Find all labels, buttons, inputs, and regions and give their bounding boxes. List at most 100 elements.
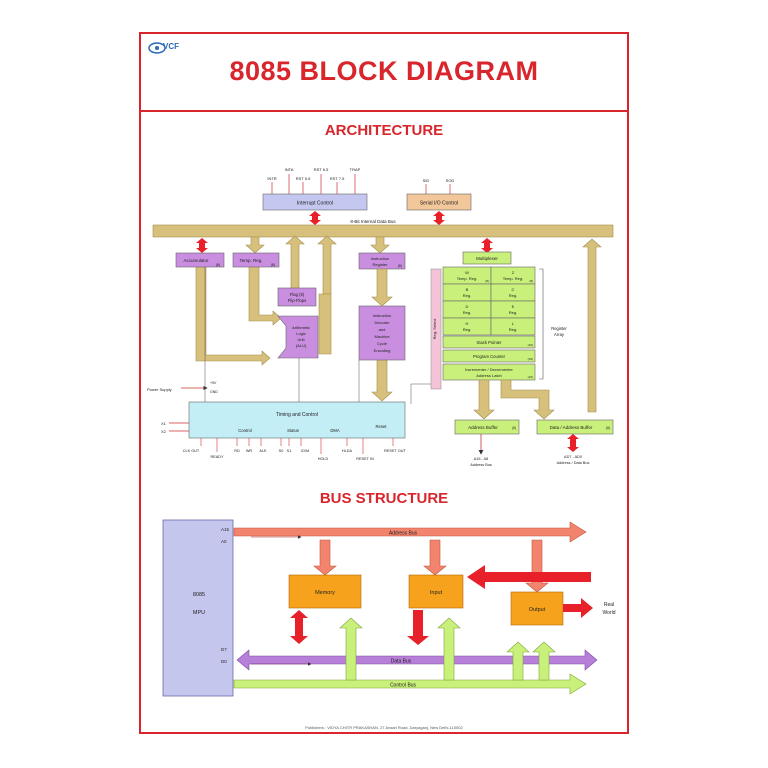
- decoder-label-line: and: [379, 327, 386, 332]
- stack-pointer-bits: (16): [528, 343, 533, 347]
- ad-bus-out-label: AD7 - AD0: [564, 455, 582, 459]
- real-world-output-arrow: [563, 598, 593, 618]
- timing-signal-label: WR: [246, 449, 253, 453]
- control-bus-arrow: [233, 673, 587, 695]
- register-letter: B: [466, 287, 469, 292]
- register-letter: E: [512, 304, 515, 309]
- bus-structure-heading: BUS STRUCTURE: [319, 490, 449, 507]
- data-address-buffer-block: [536, 419, 614, 435]
- instruction-decoder-block: [358, 305, 406, 361]
- page-title: 8085 BLOCK DIAGRAM: [229, 56, 539, 86]
- register-name: Reg.: [509, 293, 517, 298]
- alu-label-line: (ALU): [296, 343, 307, 348]
- register-name: Temp. Reg.: [457, 276, 477, 281]
- reg-select-strip: [430, 268, 442, 390]
- pin-a15-label: A15: [221, 527, 230, 532]
- register-name: Reg.: [509, 327, 517, 332]
- control-bus-label: Control Bus: [390, 683, 417, 689]
- x-pin-lines: [169, 422, 189, 432]
- output-label: Output: [529, 607, 546, 613]
- timing-signal-label: ALE: [259, 449, 267, 453]
- register-letter: W: [465, 270, 469, 275]
- timing-group-label: Reset: [376, 424, 388, 429]
- decoder-label-line: Machine: [374, 334, 390, 339]
- instruction-register-bits: (8): [398, 264, 402, 268]
- timing-signal-label: READY: [210, 455, 224, 459]
- int-signal-label: INTR: [267, 176, 276, 181]
- logo-text: VCF: [163, 42, 179, 51]
- x-pin-label: X1: [161, 421, 167, 426]
- latch-to-address-buffer-arrow: [473, 379, 495, 420]
- register-name: Reg.: [463, 327, 471, 332]
- inc-dec-bits: (16): [528, 375, 533, 379]
- interrupt-control-block: [262, 193, 368, 211]
- timing-signal-label: CLK OUT: [183, 449, 200, 453]
- ir-to-decoder-arrow: [371, 268, 393, 307]
- memory-data-arrow: [290, 610, 308, 644]
- flag-label: Flag (5): [290, 292, 305, 297]
- reg-select-label: Reg. Select: [432, 318, 437, 340]
- register-name: Reg.: [463, 310, 471, 315]
- mpu-block: [162, 519, 234, 697]
- int-signal-label: TRAP: [350, 167, 361, 172]
- control-bus-risers: [339, 617, 556, 681]
- timing-signal-label: RESET IN: [356, 457, 374, 461]
- serial-signal-label: SOD: [446, 178, 455, 183]
- program-counter-bits: (16): [528, 357, 533, 361]
- input-label: Input: [430, 590, 443, 596]
- pin-d7-label: D7: [221, 647, 227, 652]
- timing-signal-label: RD: [234, 449, 240, 453]
- publisher-footer: Publishers : VIDYA CHITR PRAKASHAN, 27 A…: [305, 725, 463, 730]
- address-latch-label: Address Latch: [476, 373, 502, 378]
- poster: VCF 8085 BLOCK DIAGRAM ARCHITECTURE BUS …: [139, 32, 629, 734]
- alu-label-line: Logic: [296, 331, 306, 336]
- register-name: Reg.: [509, 310, 517, 315]
- real-world-label: Real: [604, 602, 614, 608]
- title-divider: [141, 110, 627, 112]
- real-world-label-2: World: [603, 610, 616, 616]
- accumulator-block: [175, 252, 225, 268]
- block-diagram-canvas: INTR INTA RST 5.5 RST 6.5 RST 7.5 TRAP I…: [147, 167, 616, 697]
- register-grid: [442, 266, 536, 381]
- register-letter: C: [512, 287, 515, 292]
- multiplexer-label: Multiplexer: [476, 256, 498, 261]
- interrupt-signal-lines: [271, 174, 356, 194]
- logo-swirl-icon: [148, 42, 166, 54]
- alu-block: [277, 315, 319, 359]
- timing-signal-label: S1: [287, 449, 292, 453]
- memory-block: [288, 574, 362, 609]
- decoder-label-line: Instruction: [373, 313, 391, 318]
- data-bus-out-arrow: [567, 434, 579, 452]
- ad-bus-out-label-2: Address / Data Bus: [557, 461, 590, 465]
- register-letter: L: [512, 321, 515, 326]
- control-wires: [204, 267, 431, 404]
- data-bus-label: Data Bus: [391, 659, 412, 665]
- register-letter: D: [466, 304, 469, 309]
- int-signal-label: RST 5.5: [296, 176, 311, 181]
- multiplexer-block: [462, 251, 512, 265]
- register-array-label: Register: [551, 326, 567, 331]
- data-address-buffer-label: Data / Address Buffer: [550, 425, 593, 430]
- accumulator-label: Accumulator: [183, 258, 209, 263]
- alu-label-line: Arithmetic: [292, 325, 310, 330]
- inc-dec-label: Incrementer / Decrementer: [465, 367, 513, 372]
- decoder-label-line: Cycle: [377, 341, 388, 346]
- address-buffer-label: Address Buffer: [468, 425, 498, 430]
- timing-signal-label: S0: [279, 449, 284, 453]
- stack-pointer-label: Stack Pointer: [477, 340, 503, 345]
- architecture-heading: ARCHITECTURE: [324, 122, 444, 139]
- address-bus-label: Address Bus: [389, 531, 418, 537]
- timing-group-label: Status: [287, 428, 299, 433]
- power-gnd-label: GND: [210, 390, 218, 394]
- timing-signal-label: HLDA: [342, 449, 353, 453]
- memory-label: Memory: [315, 590, 335, 596]
- temp-reg-bits: (8): [271, 263, 275, 267]
- register-bits: (8): [485, 279, 489, 283]
- serial-signal-lines: [425, 184, 451, 194]
- output-block: [510, 591, 564, 626]
- instruction-register-label: Instruction: [371, 256, 389, 261]
- flag-flipflops-block: [277, 287, 317, 307]
- flipflops-label: Flip-Flops: [288, 298, 306, 303]
- serial-io-control-block: [406, 193, 472, 211]
- latch-to-data-buffer-arrow: [500, 379, 555, 420]
